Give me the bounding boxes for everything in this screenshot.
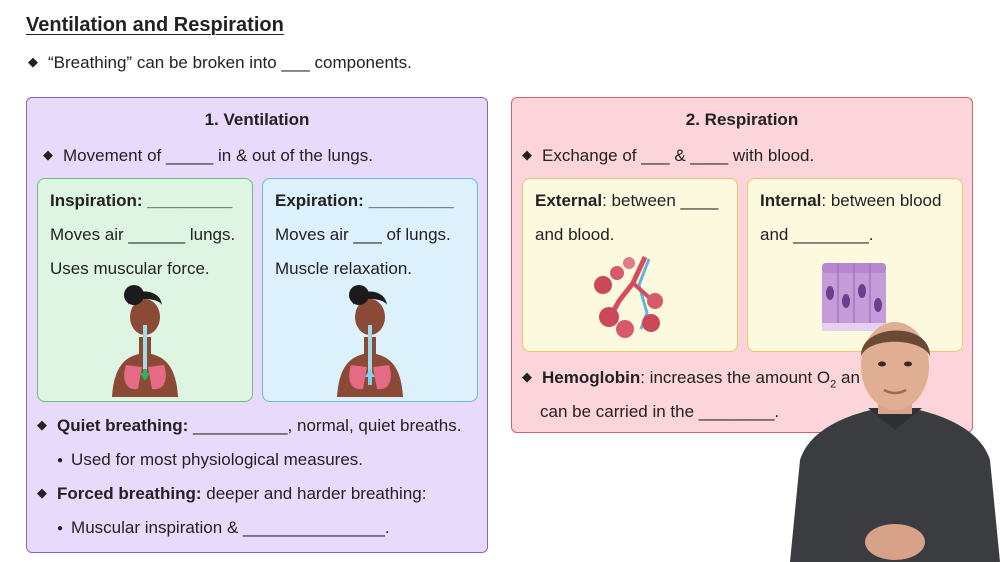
ventilation-title: 1. Ventilation xyxy=(204,110,310,129)
dot-bullet-icon: ● xyxy=(57,455,64,466)
quiet-breathing-sub-text: Used for most physiological measures. xyxy=(71,450,364,469)
forced-breathing-sub: ● Muscular inspiration & _______________. xyxy=(57,518,390,538)
ventilation-panel: 1. Ventilation ◆ Movement of _____ in & o… xyxy=(26,97,488,553)
intro-text: “Breathing” can be broken into ___ compo… xyxy=(48,53,412,72)
quiet-breathing-text: __________, normal, quiet breaths. xyxy=(188,416,462,435)
diamond-bullet-icon: ◆ xyxy=(522,369,532,384)
dot-bullet-icon: ● xyxy=(57,523,64,534)
expiration-box: Expiration: _________ Moves air ___ of l… xyxy=(262,178,478,402)
inspiration-heading: Inspiration: _________ xyxy=(50,191,233,210)
expiration-line2: Muscle relaxation. xyxy=(275,259,413,278)
hemoglobin-label: Hemoglobin xyxy=(542,368,641,387)
internal-label: Internal xyxy=(760,191,822,210)
forced-breathing-text: deeper and harder breathing: xyxy=(201,484,427,503)
expiration-figure-icon xyxy=(337,285,403,397)
respiration-title: 2. Respiration xyxy=(685,110,799,129)
o2-subscript: 2 xyxy=(830,378,837,391)
hemoglobin-text-end: an xyxy=(836,368,860,387)
inspiration-box: Inspiration: _________ Moves air ______ … xyxy=(37,178,253,402)
alveoli-icon xyxy=(594,255,663,338)
respiration-bullet-text: Exchange of ___ & ____ with blood. xyxy=(542,146,815,165)
expiration-heading: Expiration: _________ xyxy=(275,191,454,210)
presenter-video xyxy=(790,322,1000,562)
forced-breathing-label: Forced breathing: xyxy=(57,484,202,503)
hemoglobin-line2: can be carried in the ________. xyxy=(540,402,780,421)
inspiration-line2: Uses muscular force. xyxy=(50,259,210,278)
respiration-bullet: ◆ Exchange of ___ & ____ with blood. xyxy=(522,146,814,166)
quiet-breathing-label: Quiet breathing: xyxy=(57,416,189,435)
intro-bullet: ◆ “Breathing” can be broken into ___ comp… xyxy=(28,53,412,73)
forced-breathing-bullet: ◆ Forced breathing: deeper and harder bre… xyxy=(37,484,426,504)
diamond-bullet-icon: ◆ xyxy=(28,54,38,69)
tissue-cells-icon xyxy=(822,263,886,331)
diamond-bullet-icon: ◆ xyxy=(522,147,532,162)
page-title: Ventilation and Respiration xyxy=(26,14,284,36)
quiet-breathing-bullet: ◆ Quiet breathing: __________, normal, qu… xyxy=(37,416,461,436)
external-line1: External: between ____ xyxy=(535,191,718,211)
external-label: External xyxy=(535,191,603,210)
external-line2: and blood. xyxy=(535,225,615,244)
diamond-bullet-icon: ◆ xyxy=(37,485,47,500)
external-respiration-box: External: between ____ and blood. xyxy=(522,178,738,352)
diamond-bullet-icon: ◆ xyxy=(37,417,47,432)
internal-line1: Internal: between blood xyxy=(760,191,941,211)
external-line1-text: : between ____ xyxy=(602,191,719,210)
hemoglobin-bullet: ◆ Hemoglobin: increases the amount O2 an xyxy=(522,368,860,390)
quiet-breathing-sub: ● Used for most physiological measures. xyxy=(57,450,363,470)
diamond-bullet-icon: ◆ xyxy=(43,147,53,162)
expiration-line1: Moves air ___ of lungs. xyxy=(275,225,451,244)
respiration-panel: 2. Respiration ◆ Exchange of ___ & ____ w… xyxy=(511,97,973,433)
ventilation-bullet-text: Movement of _____ in & out of the lungs. xyxy=(63,146,373,165)
internal-respiration-box: Internal: between blood and ________. xyxy=(747,178,963,352)
hemoglobin-text: : increases the amount O xyxy=(640,368,831,387)
internal-line2: and ________. xyxy=(760,225,874,244)
internal-line1-text: : between blood xyxy=(821,191,942,210)
ventilation-bullet: ◆ Movement of _____ in & out of the lungs… xyxy=(43,146,373,166)
forced-breathing-sub-text: Muscular inspiration & _______________. xyxy=(71,518,390,537)
inspiration-line1: Moves air ______ lungs. xyxy=(50,225,236,244)
inspiration-figure-icon xyxy=(112,285,178,397)
